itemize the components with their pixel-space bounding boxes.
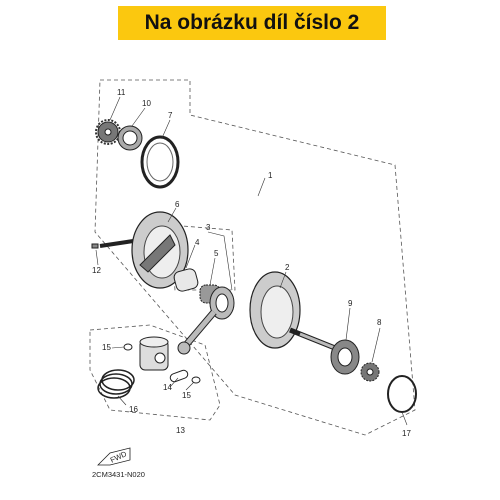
banner-title: Na obrázku díl číslo 2 (144, 11, 360, 34)
piston-part-13 (139, 336, 169, 371)
crank-pin-part-4 (173, 268, 199, 292)
seal-ring-part-17 (387, 375, 417, 413)
callout-13: 13 (176, 426, 185, 435)
assembly-outline-13 (89, 324, 221, 421)
leader-lines (95, 96, 408, 426)
key-part-12 (91, 243, 99, 249)
seal-ring-part-7 (140, 135, 180, 189)
bearing-part-9 (330, 339, 360, 375)
callout-2: 2 (285, 263, 290, 272)
callout-7: 7 (168, 111, 173, 120)
callout-9: 9 (348, 299, 353, 308)
callout-1: 1 (268, 171, 273, 180)
piston-pin-part-14 (169, 369, 189, 383)
callout-6: 6 (175, 200, 180, 209)
callout-4: 4 (195, 238, 200, 247)
gear-part-8 (360, 362, 380, 382)
crank-left-part-6 (99, 211, 189, 289)
callout-10: 10 (142, 99, 151, 108)
crank-right-part-2 (249, 271, 346, 355)
callout-5: 5 (214, 249, 219, 258)
assembly-outline-1 (94, 79, 416, 436)
callout-16: 16 (129, 405, 138, 414)
connecting-rod (177, 286, 235, 355)
callout-11: 11 (117, 88, 126, 97)
bearing-part-10 (117, 125, 143, 151)
callout-12: 12 (92, 266, 101, 275)
callout-labels: 1 2 3 4 5 6 7 8 9 10 11 12 13 14 15 15 1… (92, 88, 411, 438)
callout-14: 14 (163, 383, 172, 392)
header-banner: Na obrázku díl číslo 2 (118, 6, 386, 40)
callout-17: 17 (402, 429, 411, 438)
gear-part-11 (95, 119, 121, 145)
fwd-arrow-icon: FWD (97, 447, 131, 466)
piston-ring-set-part-16 (97, 369, 135, 399)
callout-15-bottom: 15 (182, 391, 191, 400)
drawing-code: 2CM3431-N020 (92, 470, 145, 479)
callout-3: 3 (206, 223, 211, 232)
callout-15-top: 15 (102, 343, 111, 352)
callout-8: 8 (377, 318, 382, 327)
